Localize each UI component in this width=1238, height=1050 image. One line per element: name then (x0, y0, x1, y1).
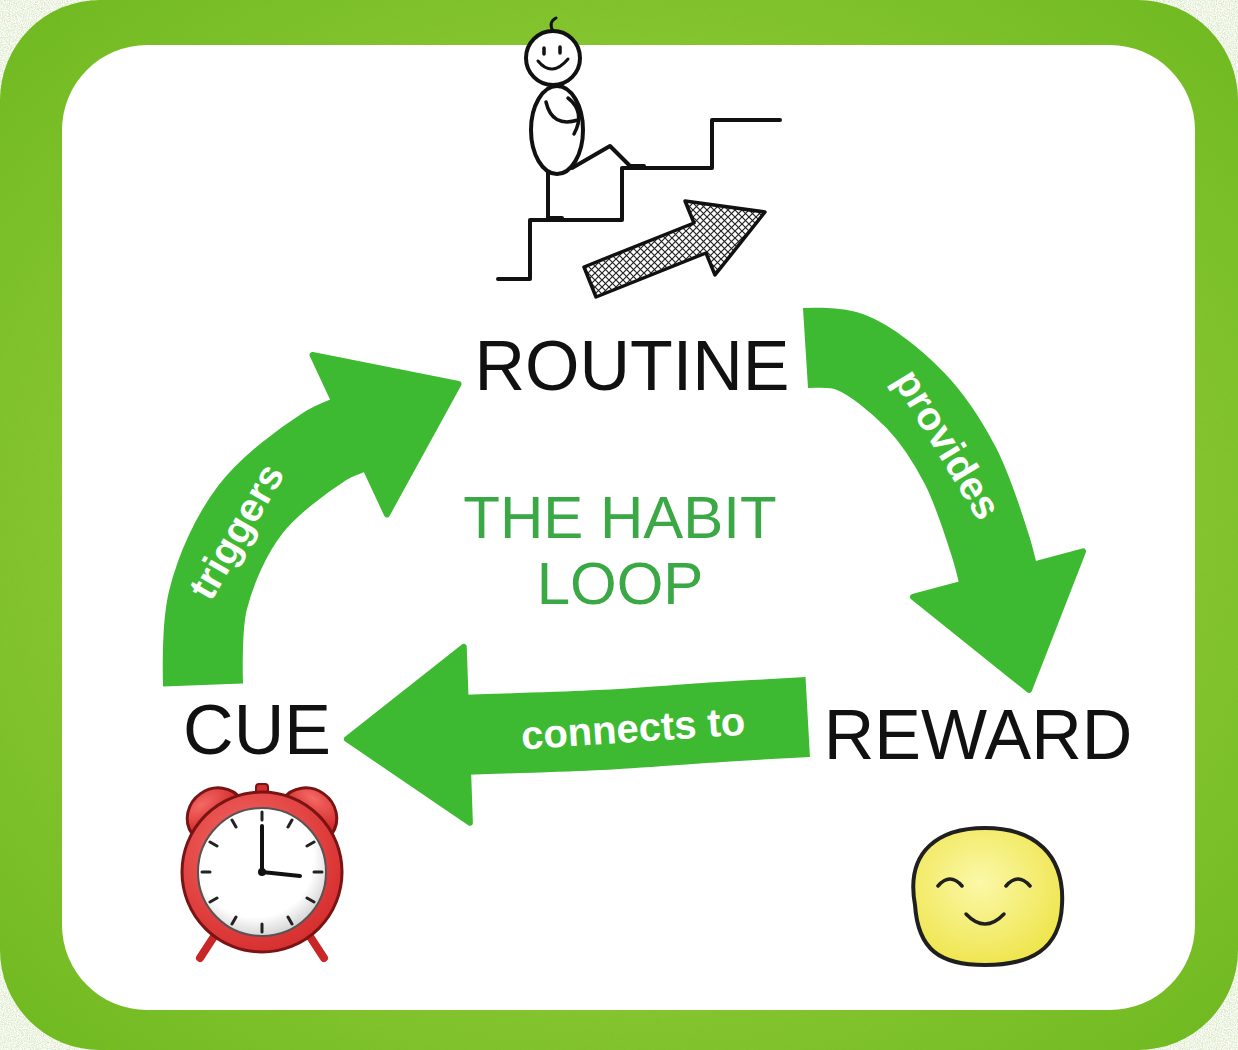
arrow-label-holder: triggers (181, 457, 290, 606)
clock-ticks (202, 812, 322, 932)
clock-leg (200, 935, 215, 958)
figure-hair (551, 18, 556, 31)
diagram-title: THE HABIT LOOP (430, 485, 810, 617)
figure-head (526, 31, 580, 85)
arrow-head (913, 551, 1083, 690)
stage-node: ROUTINE (459, 321, 806, 411)
figure-arms (546, 98, 579, 134)
arrow-head (347, 647, 470, 823)
hatched-arrow (584, 201, 765, 297)
smiley-eyes (938, 879, 1030, 886)
figure-eyes (544, 47, 560, 54)
smiley-face (913, 828, 1062, 965)
clock-face (198, 808, 326, 936)
clock-ring (182, 792, 342, 952)
stage-node: REWARD (808, 690, 1149, 780)
clock-hands (262, 826, 300, 876)
figure-body (531, 86, 583, 174)
fat-arrow (806, 348, 1084, 690)
white-panel (62, 45, 1195, 1010)
arrow-label: triggers (181, 457, 290, 606)
arrow-label-holder: connects to (520, 701, 747, 756)
figure-leg (548, 172, 562, 218)
stage-label: ROUTINE (475, 331, 790, 401)
arrow-head (313, 355, 459, 515)
stage-label: CUE (183, 695, 331, 765)
clock-pin (258, 868, 266, 876)
clock-leg (309, 935, 324, 958)
arrow-label: provides (888, 362, 1009, 525)
stage-label: REWARD (824, 700, 1133, 770)
smiley-mouth (966, 914, 1004, 924)
arrow-label: connects to (520, 701, 747, 756)
figure-smile (538, 59, 568, 69)
stage-node: CUE (167, 685, 347, 775)
arrow-label-holder: provides (888, 362, 1009, 525)
fat-arrow (347, 647, 808, 823)
figure-leg (572, 146, 644, 168)
